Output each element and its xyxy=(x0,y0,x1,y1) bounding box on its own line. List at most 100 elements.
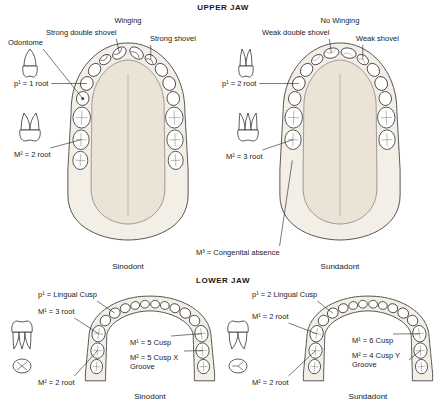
tooth xyxy=(365,61,382,79)
lower-jaw xyxy=(303,296,432,381)
feature-label: M¹ = 2 root xyxy=(252,312,288,321)
tooth xyxy=(377,107,395,129)
tooth xyxy=(197,359,210,374)
palate xyxy=(303,60,377,224)
tooth-crown xyxy=(153,61,170,79)
tooth xyxy=(160,301,170,310)
cusp-groove xyxy=(75,160,85,161)
leader-line xyxy=(393,333,419,334)
tooth-crown xyxy=(169,302,181,314)
leader-line xyxy=(50,140,81,148)
groove-pattern xyxy=(232,362,243,370)
tooth-root xyxy=(245,113,251,130)
mandible-outline xyxy=(85,296,214,381)
gum-outline xyxy=(68,43,188,240)
feature-label: M¹ = 5 Cusp xyxy=(130,338,171,347)
leader-line xyxy=(409,351,421,360)
jaw-heading: LOWER JAW xyxy=(196,276,250,286)
tooth xyxy=(90,359,103,374)
tooth-crown xyxy=(377,107,395,129)
tooth xyxy=(98,52,113,66)
leader-line xyxy=(74,351,97,376)
cusp-groove xyxy=(310,366,318,368)
feature-label: M² = 4 Cusp Y Groove xyxy=(352,351,406,369)
tooth xyxy=(130,301,140,310)
tooth-crown xyxy=(288,91,302,107)
tooth-crown xyxy=(194,325,210,343)
tooth-crown xyxy=(373,75,390,93)
tooth xyxy=(378,91,392,107)
feature-label: M² = 5 Cusp X Groove xyxy=(130,353,184,371)
feature-label: Strong double shovel xyxy=(46,28,116,37)
tooth-crown xyxy=(166,91,180,107)
shovel-ridge xyxy=(343,52,354,57)
feature-label: No Winging xyxy=(321,16,360,25)
side-tooth xyxy=(239,49,254,77)
tooth xyxy=(348,301,358,310)
tooth xyxy=(127,44,145,61)
tooth-crown xyxy=(340,46,357,59)
shovel-ridge xyxy=(146,57,154,64)
feature-label: M¹ = 3 root xyxy=(38,307,74,316)
tooth xyxy=(285,107,303,129)
tooth-crown xyxy=(308,342,322,358)
groove-pattern xyxy=(17,362,27,370)
leader-line xyxy=(259,83,298,84)
cusp-groove xyxy=(417,366,425,368)
tooth xyxy=(140,300,149,308)
tooth xyxy=(86,61,103,79)
cusp-groove xyxy=(171,160,181,161)
tooth-crown xyxy=(20,130,41,141)
tooth-crown xyxy=(378,301,388,310)
tooth-root xyxy=(251,113,257,130)
tooth xyxy=(298,61,315,79)
cusp-groove xyxy=(93,350,102,352)
shovel-ridge xyxy=(101,55,109,62)
leader-line xyxy=(51,83,86,84)
tooth-crown xyxy=(86,61,103,79)
tooth-crown xyxy=(98,52,113,66)
palatal-suture xyxy=(340,74,341,216)
tooth-root xyxy=(24,49,36,66)
type-label: Sinodont xyxy=(112,262,144,272)
cusp-groove xyxy=(92,366,100,368)
tooth-crown xyxy=(90,359,103,374)
feature-label: Odontome xyxy=(8,38,43,47)
leader-line xyxy=(317,301,332,313)
tooth-crown xyxy=(23,66,38,77)
upper-jaw xyxy=(68,43,188,240)
tooth-crown xyxy=(358,300,367,308)
gum-outline xyxy=(280,43,400,240)
tooth-root xyxy=(21,113,30,130)
tooth-crown xyxy=(323,46,340,59)
feature-label: M² = 3 root xyxy=(226,152,262,161)
occlusal-tooth xyxy=(13,359,31,373)
feature-label: Strong shovel xyxy=(150,34,196,43)
tooth xyxy=(308,342,322,358)
tooth xyxy=(415,359,428,374)
tooth-crown xyxy=(197,359,210,374)
feature-label: Weak shovel xyxy=(356,34,399,43)
leader-line xyxy=(288,323,316,334)
tooth-root xyxy=(19,332,25,349)
tooth-crown xyxy=(285,107,303,129)
jaw-heading: UPPER JAW xyxy=(197,3,249,13)
palatal-suture xyxy=(128,74,129,216)
feature-label: p¹ = Lingual Cusp xyxy=(38,290,97,299)
side-teeth xyxy=(12,49,259,373)
tooth-crown xyxy=(238,130,259,141)
tooth xyxy=(168,151,184,170)
leader-line xyxy=(43,49,83,99)
shovel-ridge xyxy=(131,50,141,58)
tooth xyxy=(167,130,184,150)
tooth-root xyxy=(25,332,31,349)
tooth-crown xyxy=(73,107,91,129)
tooth-crown xyxy=(73,151,89,170)
tooth xyxy=(337,302,349,314)
tooth-crown xyxy=(160,301,170,310)
tooth xyxy=(194,325,210,343)
cusp-groove xyxy=(170,139,181,140)
feature-label: p¹ = 2 root xyxy=(222,79,256,88)
